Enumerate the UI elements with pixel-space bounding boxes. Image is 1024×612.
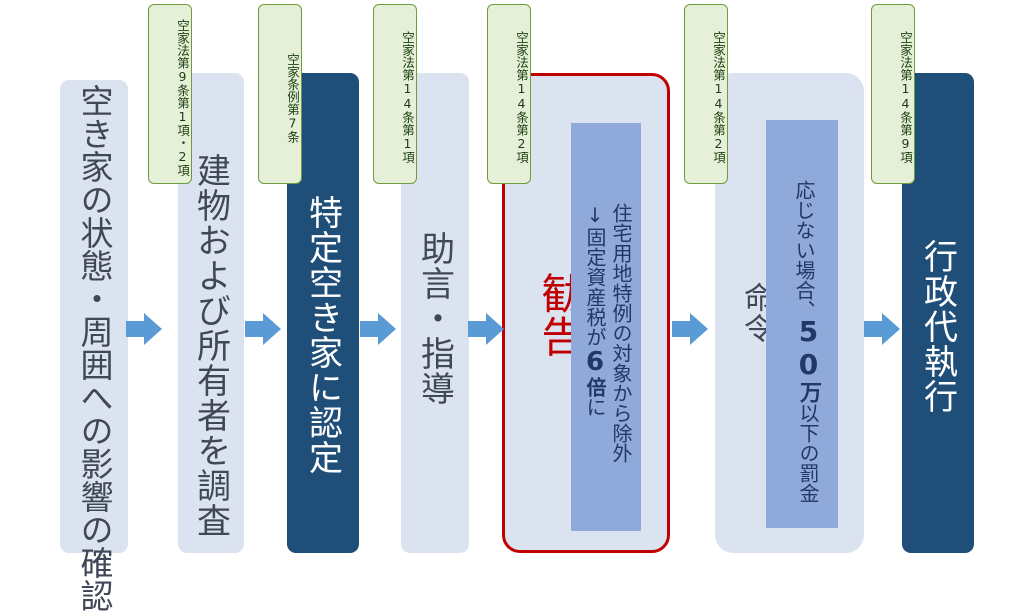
arrow-right-icon bbox=[245, 313, 281, 345]
recommendation-tax-times: 倍 bbox=[583, 377, 607, 397]
step-execution-label: 行政代執行 bbox=[917, 239, 958, 414]
step-check-condition-label: 空き家の状態・周囲への影響の確認 bbox=[75, 84, 114, 612]
order-detail-panel: 応じない場合、 bbox=[766, 120, 838, 528]
step-investigate-label: 建物および所有者を調査 bbox=[190, 153, 231, 538]
arrow-right-icon bbox=[864, 313, 900, 345]
recommendation-tax-multiplier: 6 bbox=[580, 347, 610, 377]
law-tag-14-2-b: 空家法第14条第2項 bbox=[684, 4, 728, 184]
step-advice-label: 助言・指導 bbox=[414, 231, 455, 406]
fine-text: 以下の罰金 bbox=[796, 403, 820, 503]
law-tag-ordinance-7: 空家条例第7条 bbox=[258, 4, 302, 184]
recommendation-detail-line2: ↓固定資産税が6倍に bbox=[580, 203, 610, 417]
law-tag-14-2-a: 空家法第14条第2項 bbox=[487, 4, 531, 184]
arrow-right-icon bbox=[672, 313, 708, 345]
arrow-right-icon bbox=[126, 313, 162, 345]
step-execution: 行政代執行 bbox=[902, 73, 974, 553]
order-detail-line2: 50万以下の罰金 bbox=[792, 315, 825, 503]
fine-unit: 万 bbox=[796, 381, 821, 403]
arrow-right-icon bbox=[468, 313, 504, 345]
order-detail-line1: 応じない場合、 bbox=[792, 180, 816, 320]
law-tag-article-9: 空家法第9条第1項・2項 bbox=[148, 4, 192, 184]
step-order: 命令 応じない場合、 50万以下の罰金 bbox=[715, 73, 864, 553]
arrow-right-icon bbox=[360, 313, 396, 345]
step-designate-label: 特定空き家に認定 bbox=[302, 195, 343, 475]
step-investigate: 建物および所有者を調査 bbox=[178, 73, 244, 553]
fine-amount: 50 bbox=[792, 315, 825, 381]
law-tag-14-9: 空家法第14条第9項 bbox=[871, 4, 915, 184]
recommendation-tax-suffix: に bbox=[583, 397, 607, 417]
step-check-condition: 空き家の状態・周囲への影響の確認 bbox=[60, 80, 128, 612]
recommendation-detail-panel: 住宅用地特例の対象から除外 ↓固定資産税が6倍に bbox=[571, 123, 641, 531]
recommendation-detail-line1: 住宅用地特例の対象から除外 bbox=[609, 203, 633, 463]
law-tag-14-1: 空家法第14条第1項 bbox=[373, 4, 417, 184]
recommendation-tax-text: ↓固定資産税が bbox=[583, 203, 607, 347]
